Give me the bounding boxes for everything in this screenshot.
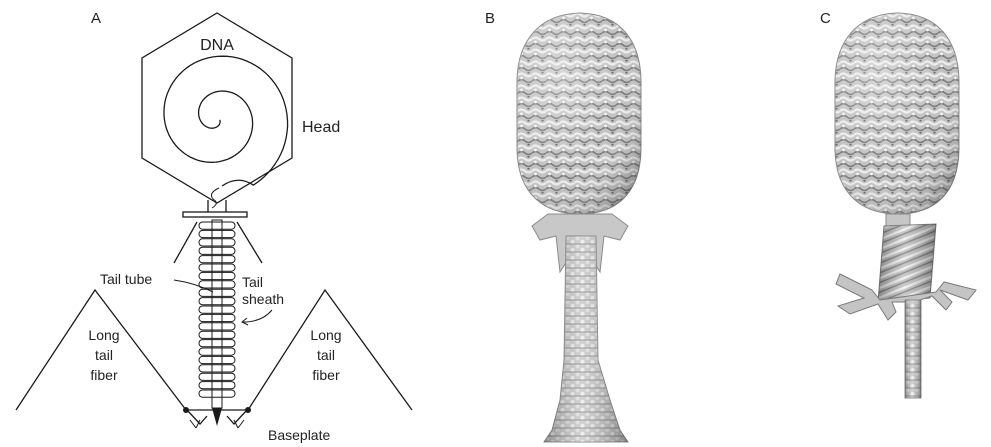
sheath-ring [199,323,235,330]
left-fiber-label-line2: tail [95,347,113,363]
right-fiber-label-line1: Long [310,327,341,343]
sheath-ring [199,365,235,372]
sheath-ring [199,264,235,271]
tail-sheath-label-line2: sheath [242,291,284,307]
sheath-ring [199,306,235,313]
sheath-ring [199,230,235,237]
panel-b: B [485,10,641,442]
whisker-right [237,222,262,263]
panel-a: A DNA Head Baseplate Long tail [16,10,412,443]
sheath-ring [199,256,235,263]
right-fiber-label-line3: fiber [312,367,340,383]
dna-spiral [164,56,288,186]
sheath-ring [199,331,235,338]
sheath-ring [199,373,235,380]
baseplate-arrow-left [190,420,200,428]
panel-b-letter: B [485,10,495,27]
sheath-ring [199,247,235,254]
panel-c-letter: C [820,10,831,27]
neck [208,200,226,212]
whisker-left [174,222,197,263]
sheath-ring [199,340,235,347]
sheath-ring [199,289,235,296]
right-fiber-label-line2: tail [317,347,335,363]
sheath-ring [199,298,235,305]
sheath-ring [199,382,235,389]
sheath-ring [199,222,235,229]
tail-sheath [199,222,235,397]
baseplate-pin-left [187,410,207,424]
head-label: Head [302,119,340,136]
sheath-ring [199,281,235,288]
left-fiber-label-line1: Long [88,327,119,343]
sheath-ring [199,348,235,355]
tail-tube-label: Tail tube [100,271,152,287]
tail-tip [212,408,222,426]
dna-label: DNA [200,37,234,54]
sheath-ring [199,390,235,397]
left-fiber-label-line3: fiber [90,367,118,383]
sheath-ring [199,356,235,363]
tail-sheath-label-line1: Tail [242,274,263,290]
collar [183,212,247,217]
dna-neck-strand [211,188,219,208]
tail-sheath-leader [242,310,272,325]
panel-a-letter: A [91,10,101,27]
baseplate-arrow-right [234,420,244,428]
sheath-ring [199,239,235,246]
sheath-ring [199,314,235,321]
baseplate-pin-right [227,410,247,424]
panel-c: C [820,10,976,398]
baseplate-label: Baseplate [268,427,330,443]
sheath-ring [199,272,235,279]
neck-c [886,214,910,226]
